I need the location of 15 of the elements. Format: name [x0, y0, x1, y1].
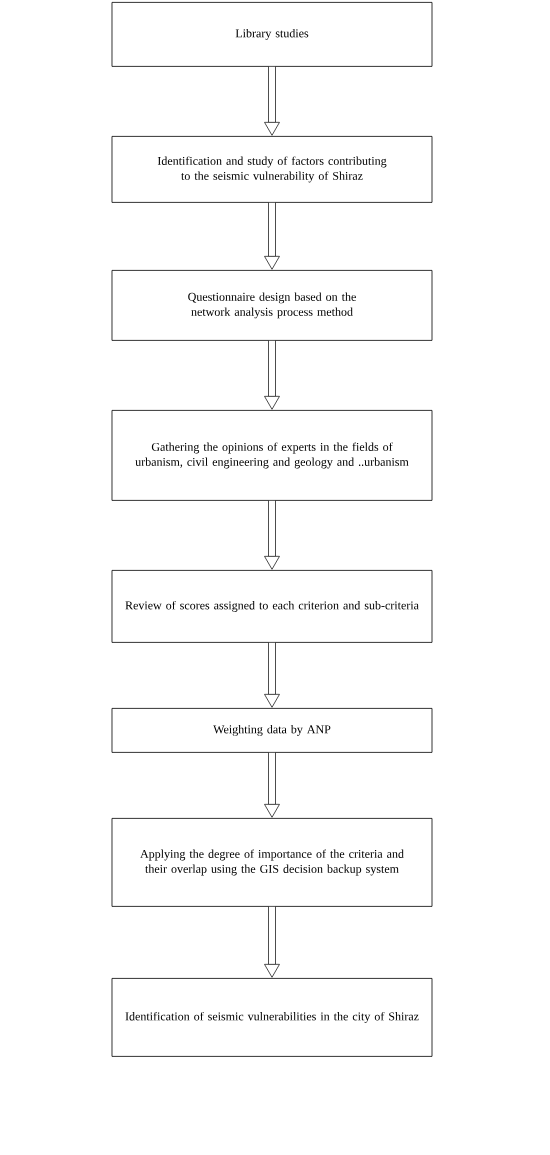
process-box: Review of scores assigned to each criterion and sub-criteria: [111, 570, 433, 643]
process-box: Identification and study of factors contributing to the seismic vulnerability of Shiraz: [111, 136, 433, 203]
process-box: Identification of seismic vulnerabilities in the city of Shiraz: [111, 978, 433, 1057]
block-arrow: [264, 340, 280, 410]
block-arrow: [264, 202, 280, 270]
block-arrow: [264, 66, 280, 136]
block-arrow: [264, 906, 280, 978]
block-arrow: [264, 642, 280, 708]
process-box: Weighting data by ANP: [111, 708, 433, 753]
process-box: Questionnaire design based on the network analysis process method: [111, 270, 433, 341]
block-arrow: [264, 500, 280, 570]
process-box: Library studies: [111, 2, 433, 67]
process-box: Applying the degree of importance of the criteria and their overlap using the GIS decision backup system: [111, 818, 433, 907]
process-box: Gathering the opinions of experts in the fields of urbanism, civil engineering and geology and ..urbanism: [111, 410, 433, 501]
block-arrow: [264, 752, 280, 818]
